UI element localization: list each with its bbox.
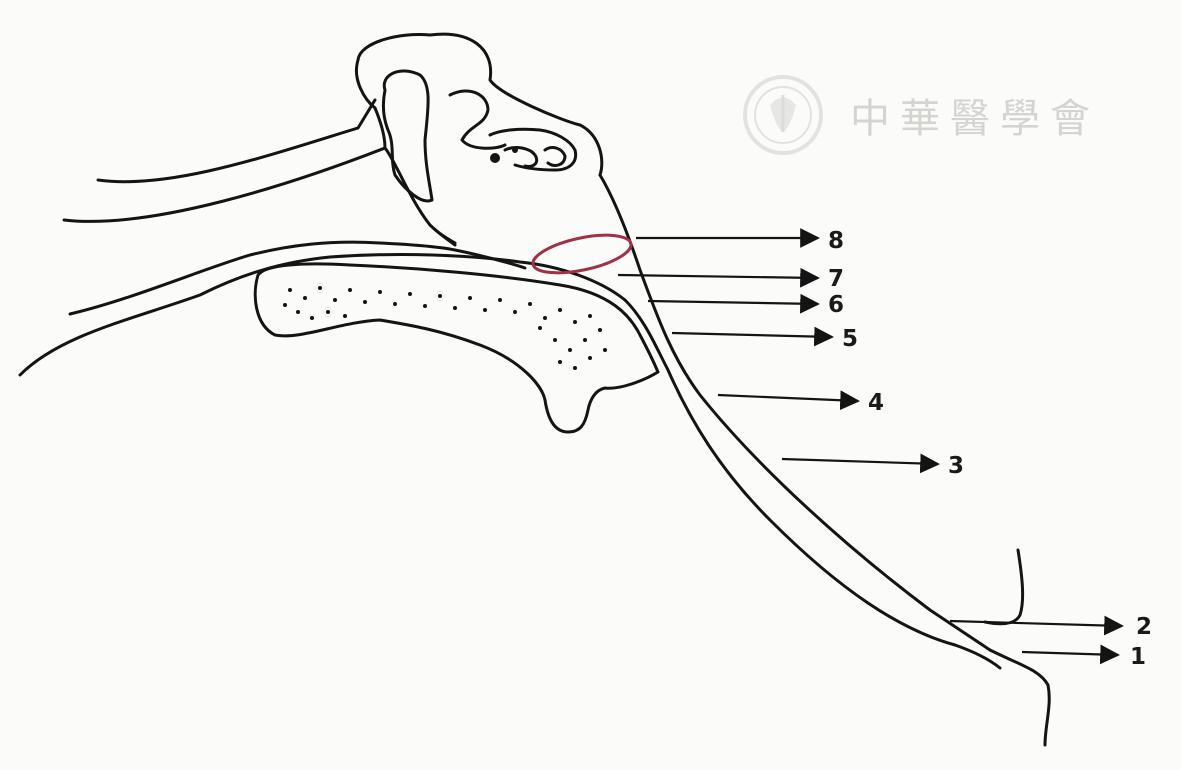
arrow-6 xyxy=(647,293,820,314)
stippled-texture xyxy=(283,286,607,370)
arrow-1 xyxy=(1021,644,1120,665)
arrow-3 xyxy=(781,453,940,474)
upper-structures xyxy=(62,32,604,247)
number-labels: 8 7 6 5 4 3 2 1 xyxy=(828,228,1152,670)
arrow-5 xyxy=(671,326,834,347)
watermark-text: 中華醫學會 xyxy=(850,96,1100,142)
label-8: 8 xyxy=(828,228,844,254)
arrow-7 xyxy=(617,267,820,288)
palate-and-anterior-wall xyxy=(18,240,1002,670)
pharyngeal-wall xyxy=(598,173,1051,747)
label-7: 7 xyxy=(828,266,844,292)
label-5: 5 xyxy=(842,326,858,352)
label-1: 1 xyxy=(1130,644,1146,670)
label-4: 4 xyxy=(868,390,884,416)
label-6: 6 xyxy=(828,292,844,318)
arrow-2 xyxy=(949,615,1124,636)
seal-logo-icon xyxy=(743,75,823,155)
watermark: 中華醫學會 xyxy=(743,75,1100,155)
label-2: 2 xyxy=(1136,614,1152,640)
arrow-4 xyxy=(717,390,860,411)
highlighted-region xyxy=(531,233,633,275)
label-arrows xyxy=(617,228,1124,665)
label-3: 3 xyxy=(948,453,964,479)
